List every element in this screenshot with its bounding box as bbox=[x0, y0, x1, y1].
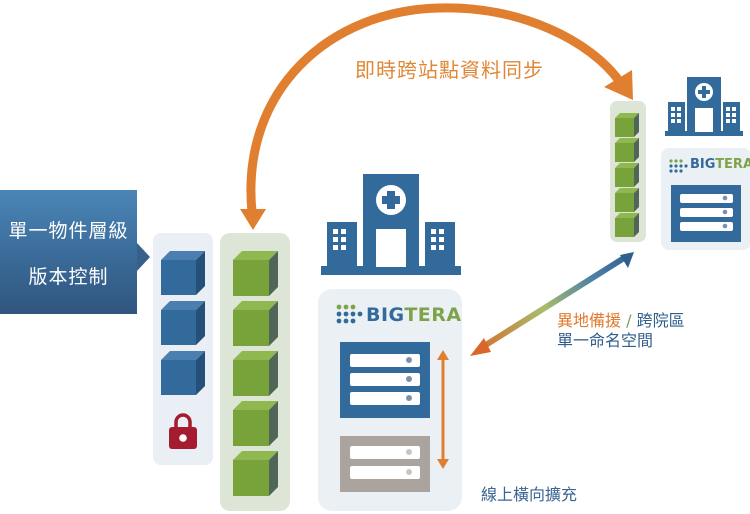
live-object-cube bbox=[233, 301, 278, 346]
object-cubes bbox=[161, 113, 639, 496]
arrowhead-right-icon bbox=[604, 70, 633, 100]
sync-arc-arrow bbox=[240, 3, 633, 230]
remote-bigtera-logo-icon bbox=[669, 159, 688, 173]
live-object-cube bbox=[233, 451, 278, 496]
versioned-object-cube bbox=[161, 301, 205, 345]
remote-object-cube bbox=[615, 138, 639, 162]
geo-label-part2: 跨院區 bbox=[636, 311, 685, 330]
remote-object-cube bbox=[615, 163, 639, 187]
version-control-callout bbox=[0, 190, 137, 314]
geo-label-line2: 單一命名空間 bbox=[557, 331, 654, 350]
expansion-server-icon bbox=[340, 436, 430, 492]
bigtera-logo-icon bbox=[336, 304, 363, 324]
brand-part2: TERA bbox=[404, 304, 462, 326]
remote-hospital-building-icon bbox=[665, 77, 743, 136]
live-object-cube bbox=[233, 401, 278, 446]
lock-icon bbox=[169, 413, 197, 449]
remote-server-icon bbox=[671, 185, 741, 242]
bigtera-brand: BIGTERA bbox=[366, 304, 462, 326]
brand-part1: BIG bbox=[366, 304, 405, 326]
versioned-object-cube bbox=[161, 351, 205, 395]
live-object-cube bbox=[233, 351, 278, 396]
callout-line-2: 版本控制 bbox=[28, 266, 109, 288]
live-object-cube bbox=[233, 251, 278, 296]
remote-object-cube bbox=[615, 213, 639, 237]
geo-label-part1: 異地備援 bbox=[557, 311, 622, 330]
remote-object-cube bbox=[615, 188, 639, 212]
remote-object-cube bbox=[615, 113, 639, 137]
scale-arrow bbox=[437, 350, 449, 469]
scale-out-label: 線上橫向擴充 bbox=[481, 485, 578, 504]
remote-bigtera-brand: BIGTERA bbox=[690, 157, 750, 172]
arrowhead-down-icon bbox=[240, 209, 266, 230]
remote-brand-part2: TERA bbox=[715, 157, 750, 172]
hospital-building-icon bbox=[321, 174, 461, 275]
active-server-icon bbox=[340, 342, 430, 418]
geo-redundancy-label: 異地備援 / 跨院區 單一命名空間 bbox=[557, 311, 685, 351]
callout-line-1: 單一物件層級 bbox=[8, 220, 129, 242]
versioned-object-cube bbox=[161, 251, 205, 295]
geo-replication-arrow bbox=[470, 252, 634, 356]
remote-brand-part1: BIG bbox=[690, 157, 716, 172]
geo-label-separator: / bbox=[621, 311, 637, 330]
sync-label: 即時跨站點資料同步 bbox=[355, 58, 544, 82]
callout-pointer bbox=[137, 243, 150, 271]
